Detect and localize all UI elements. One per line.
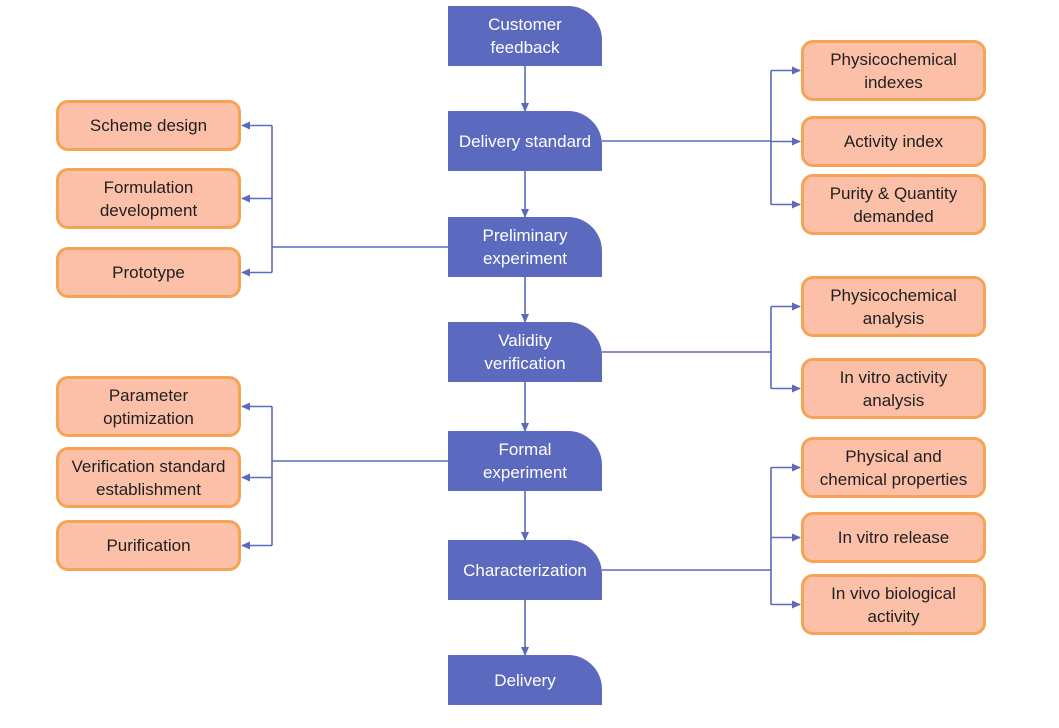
substep-verification-standard-establishment: Verification standard establishment xyxy=(56,447,241,508)
substep-in-vitro-release: In vitro release xyxy=(801,512,986,563)
step-preliminary-experiment: Preliminary experiment xyxy=(448,217,602,277)
substep-parameter-optimization: Parameter optimization xyxy=(56,376,241,437)
step-customer-feedback: Customer feedback xyxy=(448,6,602,66)
substep-purity-quantity-demanded: Purity & Quantity demanded xyxy=(801,174,986,235)
substep-physicochemical-analysis: Physicochemical analysis xyxy=(801,276,986,337)
step-formal-experiment: Formal experiment xyxy=(448,431,602,491)
step-characterization: Characterization xyxy=(448,540,602,600)
substep-in-vitro-activity-analysis: In vitro activity analysis xyxy=(801,358,986,419)
step-validity-verification: Validity verification xyxy=(448,322,602,382)
substep-physicochemical-indexes: Physicochemical indexes xyxy=(801,40,986,101)
step-delivery-standard: Delivery standard xyxy=(448,111,602,171)
substep-physical-chemical-properties: Physical and chemical properties xyxy=(801,437,986,498)
substep-formulation-development: Formulation development xyxy=(56,168,241,229)
substep-scheme-design: Scheme design xyxy=(56,100,241,151)
substep-in-vivo-biological-activity: In vivo biological activity xyxy=(801,574,986,635)
substep-activity-index: Activity index xyxy=(801,116,986,167)
substep-prototype: Prototype xyxy=(56,247,241,298)
step-delivery: Delivery xyxy=(448,655,602,705)
substep-purification: Purification xyxy=(56,520,241,571)
